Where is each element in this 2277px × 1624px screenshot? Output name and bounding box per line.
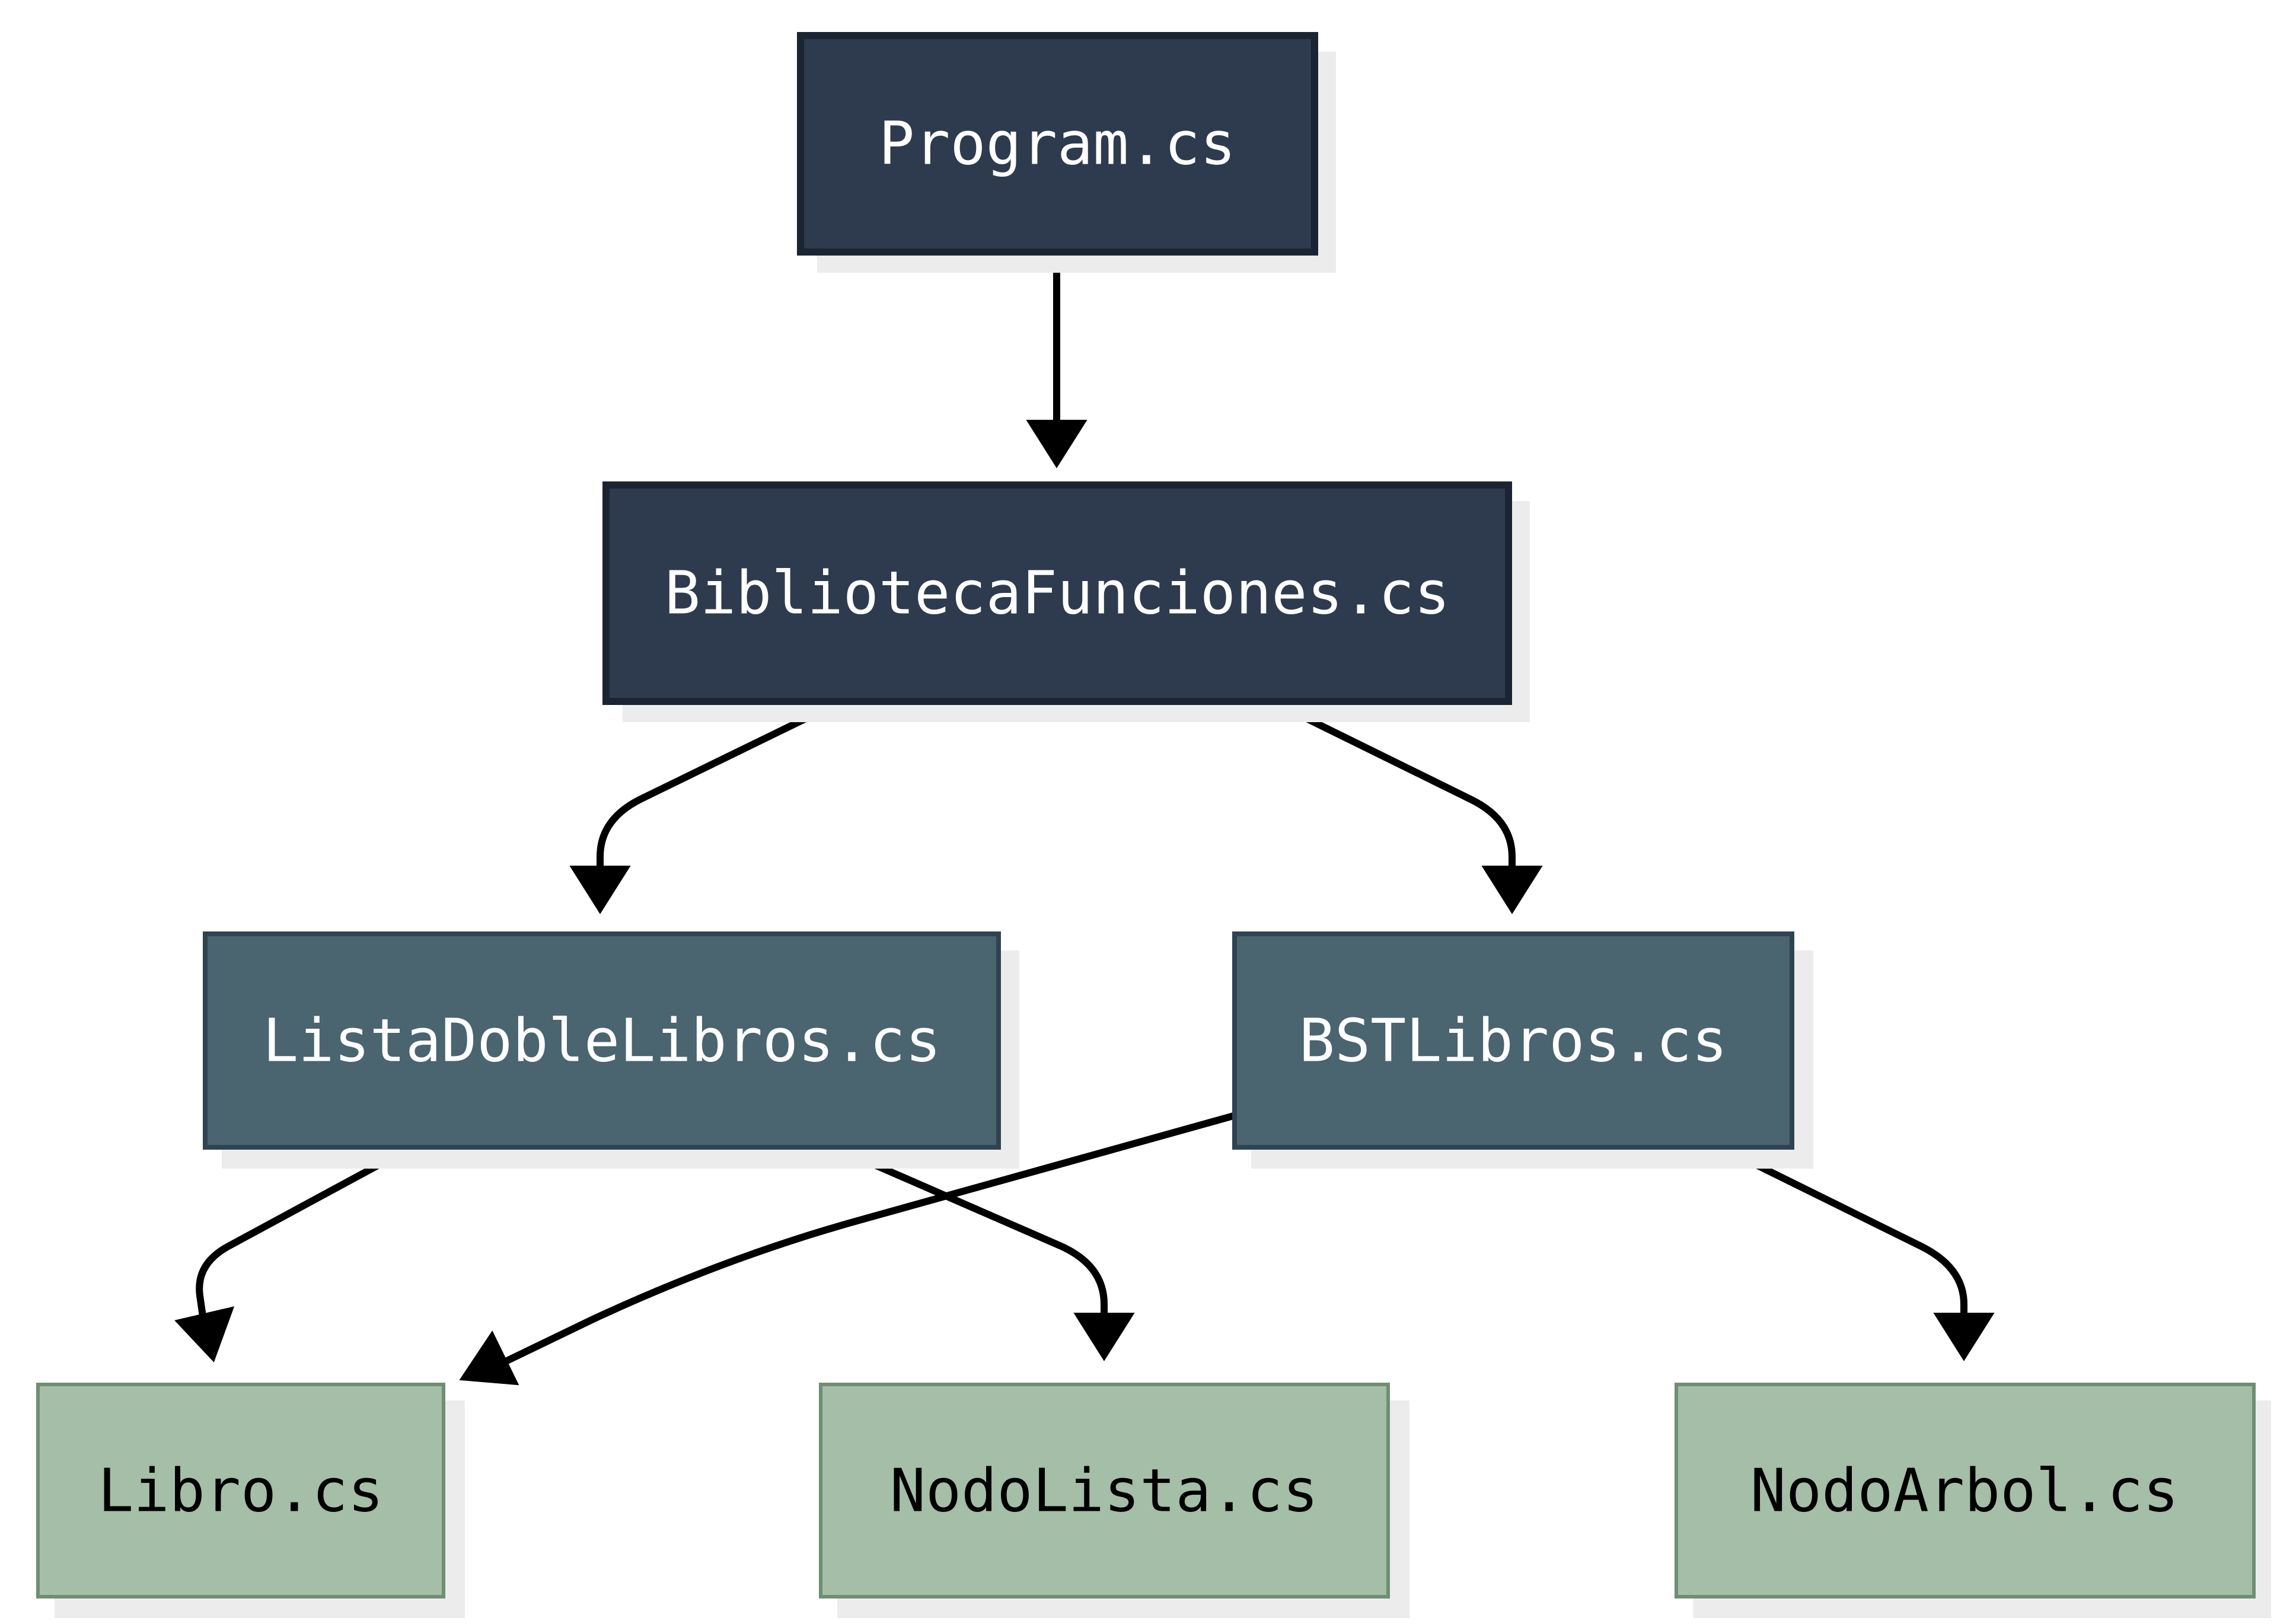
edge-program-to-biblioteca [1026,252,1088,468]
arrowhead [1933,1313,1995,1361]
edge-bst-to-nodo-arbol [1723,1146,1995,1361]
node-box [1232,931,1794,1150]
edge-lista-doble-to-libro [174,1146,410,1363]
node-box [602,481,1512,705]
arrowhead [1026,420,1088,468]
arrowhead [459,1330,519,1386]
arrowhead [1073,1313,1135,1361]
node-lista-doble-libros[interactable]: ListaDobleLibros.cs [203,931,1019,1169]
node-box [1675,1383,2256,1599]
arrowhead [569,866,631,914]
edge-biblioteca-to-bst [1270,698,1543,914]
node-box [819,1383,1390,1599]
node-label-biblioteca-funciones: BibliotecaFunciones.cs [665,559,1450,628]
arrowhead [174,1306,235,1363]
node-biblioteca-funciones[interactable]: BibliotecaFunciones.cs [602,481,1530,722]
node-box [36,1383,445,1599]
node-label-libro: Libro.cs [98,1456,384,1526]
node-bst-libros[interactable]: BSTLibros.cs [1232,931,1813,1169]
edge-bst-to-libro [459,1112,1235,1386]
node-label-nodo-arbol: NodoArbol.cs [1750,1456,2179,1526]
edge-biblioteca-to-lista-doble [569,698,843,914]
node-label-program: Program.cs [879,109,1236,178]
arrowhead [1481,866,1543,914]
node-label-bst-libros: BSTLibros.cs [1299,1006,1727,1076]
node-nodo-lista[interactable]: NodoLista.cs [819,1383,1409,1618]
node-box [797,32,1318,256]
node-libro[interactable]: Libro.cs [36,1383,465,1618]
node-label-nodo-lista: NodoLista.cs [890,1456,1318,1526]
node-box [203,931,1001,1150]
edge-lista-doble-to-nodo-lista [837,1146,1135,1361]
node-nodo-arbol[interactable]: NodoArbol.cs [1675,1383,2271,1618]
edges [174,252,1995,1386]
node-program[interactable]: Program.cs [797,32,1336,273]
nodes: Program.cs BibliotecaFunciones.cs ListaD… [36,32,2271,1618]
node-label-lista-doble-libros: ListaDobleLibros.cs [263,1006,941,1076]
